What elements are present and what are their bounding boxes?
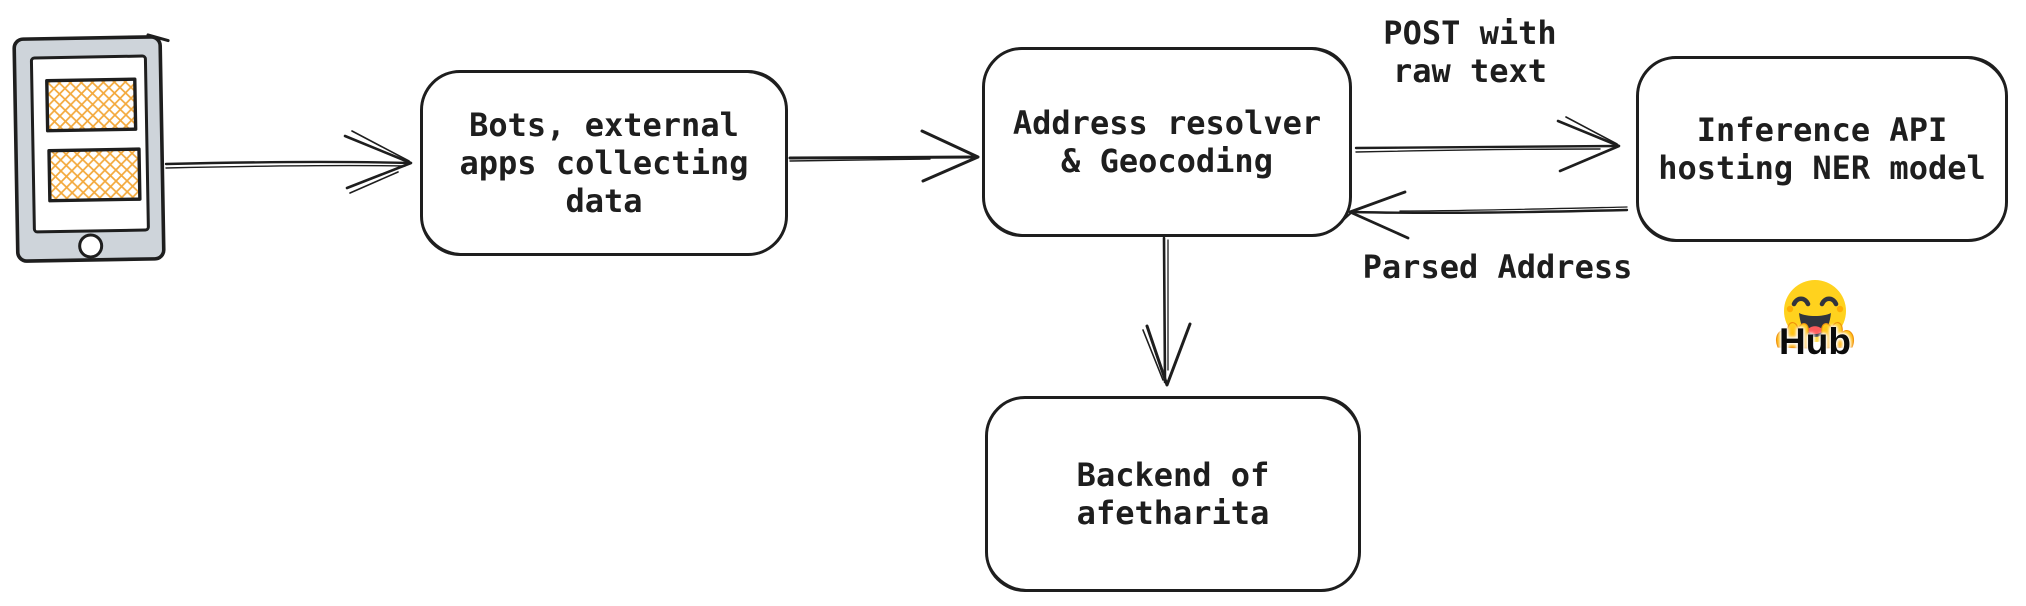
hf-tongue — [1807, 326, 1823, 335]
node-address-resolver: Address resolver & Geocoding — [982, 47, 1352, 237]
arrow-resolver-to-backend — [1142, 236, 1192, 387]
hugging-face-icon — [1776, 280, 1854, 349]
arrow-bots-to-resolver — [788, 129, 980, 183]
node-bots-label: Bots, external apps collecting data — [459, 106, 749, 220]
arrow-inference-to-resolver — [1330, 190, 1629, 240]
node-inference-label: Inference API hosting NER model — [1658, 111, 1986, 187]
phone-content-block-2 — [47, 147, 142, 203]
phone-icon — [12, 33, 170, 263]
phone-content-block-1 — [45, 77, 138, 133]
edge-label-parsed-address: Parsed Address — [1362, 248, 1633, 286]
phone-home-button — [78, 233, 104, 259]
node-resolver-label: Address resolver & Geocoding — [1012, 104, 1322, 180]
node-backend: Backend of afetharita — [985, 396, 1361, 592]
arrow-phone-to-bots — [164, 130, 413, 194]
hub-label: Hub — [1779, 321, 1851, 362]
hf-eye-right — [1819, 296, 1839, 307]
node-inference-api: Inference API hosting NER model — [1636, 56, 2008, 242]
edge-label-post-raw-text: POST with raw text — [1383, 14, 1557, 90]
node-bots-external-apps: Bots, external apps collecting data — [420, 70, 788, 256]
hf-hands — [1776, 322, 1854, 349]
hf-eye-left — [1791, 296, 1811, 307]
arrow-resolver-to-inference — [1354, 116, 1621, 173]
node-backend-label: Backend of afetharita — [1076, 456, 1270, 532]
